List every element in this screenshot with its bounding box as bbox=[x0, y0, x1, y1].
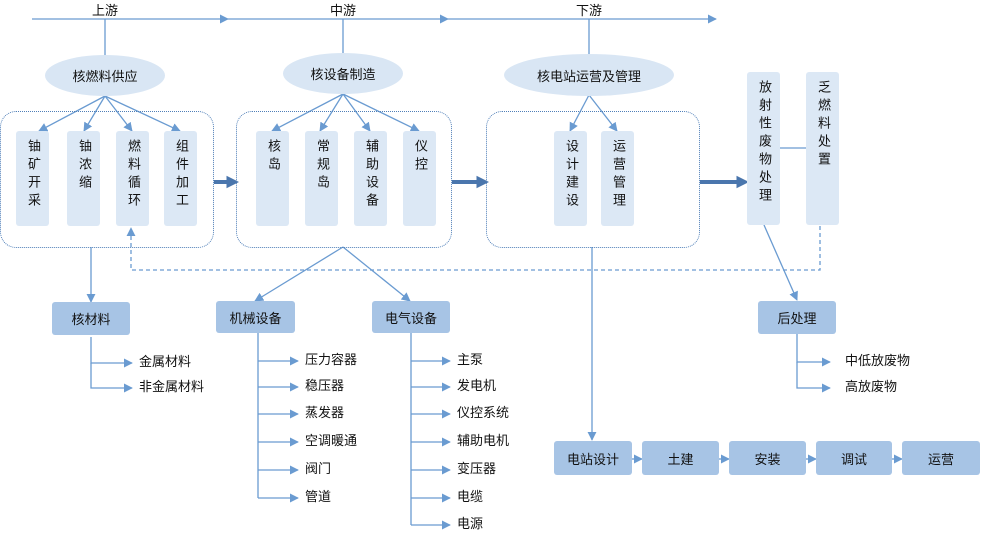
label-steam-generator: 蒸发器 bbox=[305, 406, 345, 421]
box-instrument-control: 仪控 bbox=[403, 131, 436, 226]
box-uranium-mining-label: 铀矿开采 bbox=[25, 139, 40, 211]
box-radioactive-waste-treatment-label: 放射性废物处理 bbox=[756, 80, 771, 206]
box-commissioning: 调试 bbox=[816, 441, 892, 475]
box-assembly-processing: 组件加工 bbox=[164, 131, 197, 226]
box-auxiliary-equipment: 辅助设备 bbox=[354, 131, 387, 226]
group-upstream bbox=[0, 111, 214, 248]
label-low-mid-level-waste: 中低放废物 bbox=[845, 354, 911, 369]
label-transformer: 变压器 bbox=[457, 462, 497, 477]
box-instrument-control-label: 仪控 bbox=[412, 139, 427, 175]
box-operation-management-label: 运营管理 bbox=[610, 139, 625, 211]
label-valves: 阀门 bbox=[305, 462, 332, 477]
group-downstream bbox=[486, 111, 700, 248]
group-midstream bbox=[236, 111, 452, 248]
box-operation: 运营 bbox=[902, 441, 980, 475]
label-pipes: 管道 bbox=[305, 490, 332, 505]
stage-midstream-label: 中游 bbox=[329, 4, 356, 19]
box-operation-management: 运营管理 bbox=[601, 131, 634, 226]
label-pressurizer: 稳压器 bbox=[305, 379, 345, 394]
box-nuclear-island-label: 核岛 bbox=[265, 139, 280, 175]
label-main-pump: 主泵 bbox=[457, 353, 484, 368]
label-pressure-vessel: 压力容器 bbox=[305, 353, 358, 368]
label-instrument-control-system: 仪控系统 bbox=[457, 406, 510, 421]
label-cable: 电缆 bbox=[457, 490, 484, 505]
ellipse-nuclear-equipment-manufacturing: 核设备制造 bbox=[283, 53, 403, 94]
stage-upstream-label: 上游 bbox=[91, 4, 118, 19]
box-uranium-mining: 铀矿开采 bbox=[16, 131, 49, 226]
box-assembly-processing-label: 组件加工 bbox=[173, 139, 188, 211]
box-conventional-island-label: 常规岛 bbox=[314, 139, 329, 193]
box-nuclear-island: 核岛 bbox=[256, 131, 289, 226]
box-spent-fuel-disposal: 乏燃料处置 bbox=[806, 72, 839, 225]
box-uranium-enrichment: 铀浓缩 bbox=[67, 131, 100, 226]
box-spent-fuel-disposal-label: 乏燃料处置 bbox=[815, 80, 830, 170]
box-electrical-equipment: 电气设备 bbox=[372, 301, 450, 333]
box-conventional-island: 常规岛 bbox=[305, 131, 338, 226]
box-fuel-cycle-label: 燃料循环 bbox=[125, 139, 140, 211]
ellipse-plant-operation-management: 核电站运营及管理 bbox=[504, 54, 674, 96]
label-metal-materials: 金属材料 bbox=[139, 355, 192, 370]
box-radioactive-waste-treatment: 放射性废物处理 bbox=[747, 72, 780, 225]
box-auxiliary-equipment-label: 辅助设备 bbox=[363, 139, 378, 211]
box-uranium-enrichment-label: 铀浓缩 bbox=[76, 139, 91, 193]
box-fuel-cycle: 燃料循环 bbox=[116, 131, 149, 226]
label-hvac: 空调暖通 bbox=[305, 434, 358, 449]
box-civil-construction: 土建 bbox=[642, 441, 719, 475]
box-post-processing: 后处理 bbox=[758, 301, 836, 334]
box-mechanical-equipment: 机械设备 bbox=[216, 301, 295, 333]
label-auxiliary-motor: 辅助电机 bbox=[457, 434, 510, 449]
label-power-supply: 电源 bbox=[457, 517, 484, 532]
label-high-level-waste: 高放废物 bbox=[845, 380, 898, 395]
box-design-construction: 设计建设 bbox=[554, 131, 587, 226]
label-nonmetal-materials: 非金属材料 bbox=[139, 380, 205, 395]
box-nuclear-materials: 核材料 bbox=[52, 302, 130, 335]
label-generator: 发电机 bbox=[457, 379, 497, 394]
box-plant-design: 电站设计 bbox=[554, 441, 632, 475]
box-design-construction-label: 设计建设 bbox=[563, 139, 578, 211]
box-installation: 安装 bbox=[729, 441, 806, 475]
stage-downstream-label: 下游 bbox=[575, 4, 602, 19]
ellipse-nuclear-fuel-supply: 核燃料供应 bbox=[45, 55, 165, 96]
